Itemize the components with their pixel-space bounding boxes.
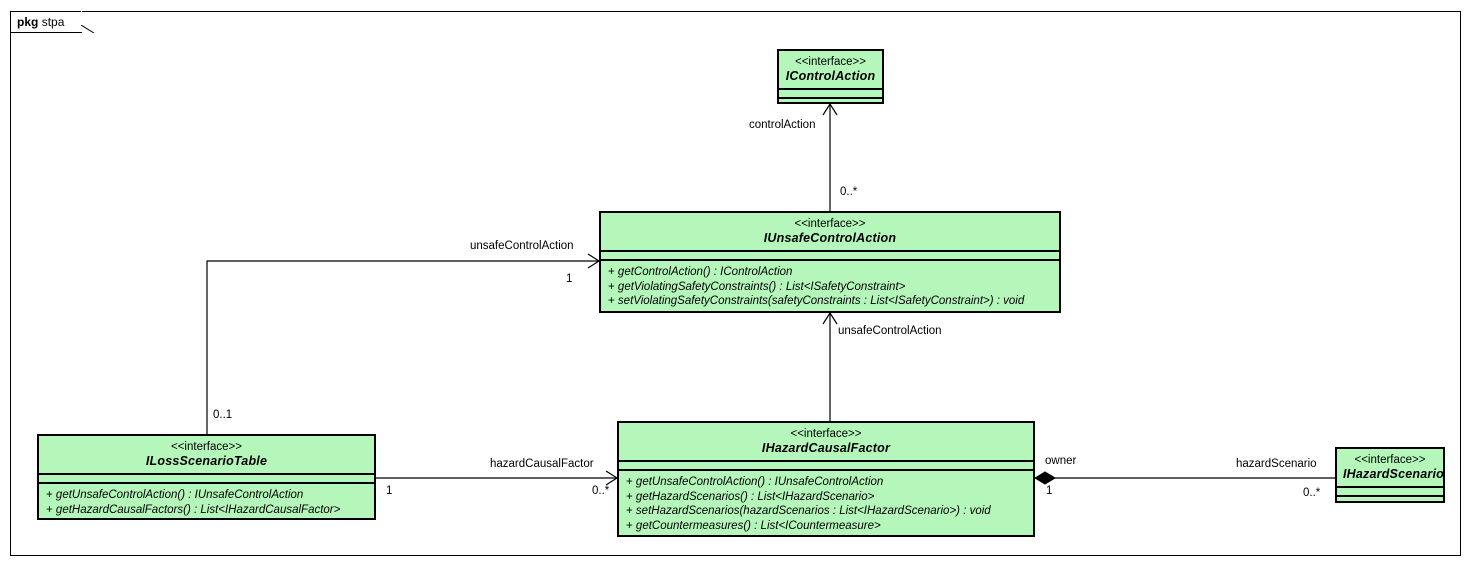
operation-signature: setViolatingSafetyConstraints(safetyCons… [617,295,1025,307]
edge-label-control-action: controlAction [749,119,816,131]
class-name-hazard-causal-factor: IHazardCausalFactor [761,441,891,455]
operation-visibility: + [46,503,53,516]
operation-signature: setHazardScenarios(hazardScenarios : Lis… [635,505,991,517]
edge-multiplicity-hazard-scenario-many: 0..* [1303,487,1321,499]
operation-row: + getViolatingSafetyConstraints() : List… [608,280,1054,295]
class-header-control-action: <<interface>> IControlAction [779,51,882,88]
class-box-hazard-causal-factor[interactable]: <<interface>> IHazardCausalFactor + getU… [617,421,1035,537]
class-header-hazard-causal-factor: <<interface>> IHazardCausalFactor [619,423,1033,460]
class-box-loss-scenario-table[interactable]: <<interface>> ILossScenarioTable + getUn… [37,434,376,520]
operation-visibility: + [626,505,633,517]
class-separator-operations [779,97,882,99]
class-separator-attributes [39,473,374,475]
class-name-control-action: IControlAction [785,69,876,83]
class-stereotype-loss-scenario-table: <<interface>> [171,441,242,453]
operation-row: + getHazardScenarios() : List<IHazardSce… [626,490,1028,505]
class-stereotype-hazard-causal-factor: <<interface>> [790,428,862,440]
class-stereotype-unsafe-control-action: <<interface>> [794,218,866,230]
class-stereotype-control-action: <<interface>> [795,56,866,68]
class-name-hazard-scenario: IHazardScenario [1343,467,1444,481]
edge-multiplicity-uca-control-action: 0..* [840,186,858,198]
edge-label-unsafe-control-action-bottom: unsafeControlAction [838,325,942,337]
edge-multiplicity-owner-one: 1 [1046,485,1053,497]
operation-visibility: + [608,266,615,278]
class-box-hazard-scenario[interactable]: <<interface>> IHazardScenario [1335,447,1445,503]
operation-row: + getHazardCausalFactors() : List<IHazar… [46,503,369,518]
package-keyword: pkg [17,15,39,29]
class-separator-operations [601,259,1059,261]
package-frame [10,11,1461,556]
operation-signature: getCountermeasures() : List<ICountermeas… [635,519,881,532]
package-name: stpa [41,15,65,29]
edge-label-unsafe-control-action-left: unsafeControlAction [470,240,574,252]
operation-row: + getUnsafeControlAction() : IUnsafeCont… [626,475,1028,490]
operation-signature: getHazardScenarios() : List<IHazardScena… [635,490,875,503]
class-separator-attributes [601,250,1059,252]
edge-label-owner: owner [1045,455,1077,467]
class-stereotype-hazard-scenario: <<interface>> [1354,454,1426,466]
class-name-unsafe-control-action: IUnsafeControlAction [763,231,897,245]
class-operations-loss-scenario-table: + getUnsafeControlAction() : IUnsafeCont… [39,484,374,521]
edge-multiplicity-loss-scenario-table-zero-one: 0..1 [213,409,233,421]
operation-visibility: + [626,519,633,532]
operation-visibility: + [608,280,615,293]
class-attributes-hazard-causal-factor [619,462,1033,469]
class-separator-attributes [1337,486,1443,488]
package-frame-tab: pkg stpa [10,11,82,33]
operation-row: + getControlAction() : IControlAction [608,265,1054,280]
operation-signature: getViolatingSafetyConstraints() : List<I… [617,280,906,293]
edge-multiplicity-loss-scenario-table-one: 1 [386,485,393,497]
operation-visibility: + [626,476,633,488]
operation-row: + getUnsafeControlAction() : IUnsafeCont… [46,488,369,503]
operation-signature: getControlAction() : IControlAction [617,266,793,278]
operation-row: + setViolatingSafetyConstraints(safetyCo… [608,294,1054,309]
class-header-loss-scenario-table: <<interface>> ILossScenarioTable [39,436,374,473]
operation-visibility: + [608,295,615,307]
edge-label-hazard-causal-factor: hazardCausalFactor [490,458,594,470]
class-separator-operations [1337,495,1443,497]
edge-multiplicity-hazard-causal-factor-many: 0..* [592,485,610,497]
class-box-unsafe-control-action[interactable]: <<interface>> IUnsafeControlAction + get… [599,211,1061,313]
operation-signature: getUnsafeControlAction() : IUnsafeContro… [55,489,304,501]
class-box-control-action[interactable]: <<interface>> IControlAction [777,49,884,104]
operation-row: + getCountermeasures() : List<ICounterme… [626,519,1028,534]
class-operations-hazard-scenario [1337,497,1443,514]
class-attributes-hazard-scenario [1337,488,1443,495]
operation-visibility: + [46,489,53,501]
class-attributes-control-action [779,90,882,97]
class-separator-attributes [779,88,882,90]
operation-signature: getHazardCausalFactors() : List<IHazardC… [55,503,341,516]
edge-label-hazard-scenario: hazardScenario [1236,458,1317,470]
class-operations-control-action [779,99,882,116]
class-name-loss-scenario-table: ILossScenarioTable [145,454,268,468]
operation-row: + setHazardScenarios(hazardScenarios : L… [626,504,1028,519]
class-operations-hazard-causal-factor: + getUnsafeControlAction() : IUnsafeCont… [619,471,1033,537]
edge-multiplicity-uca-target: 1 [566,273,573,285]
class-separator-operations [619,469,1033,471]
class-separator-attributes [619,460,1033,462]
operation-signature: getUnsafeControlAction() : IUnsafeContro… [635,476,884,488]
class-operations-unsafe-control-action: + getControlAction() : IControlAction + … [601,261,1059,313]
class-header-unsafe-control-action: <<interface>> IUnsafeControlAction [601,213,1059,250]
class-attributes-loss-scenario-table [39,475,374,482]
operation-visibility: + [626,490,633,503]
class-attributes-unsafe-control-action [601,252,1059,259]
class-header-hazard-scenario: <<interface>> IHazardScenario [1337,449,1444,486]
class-separator-operations [39,482,374,484]
package-tab-corner [81,11,95,33]
